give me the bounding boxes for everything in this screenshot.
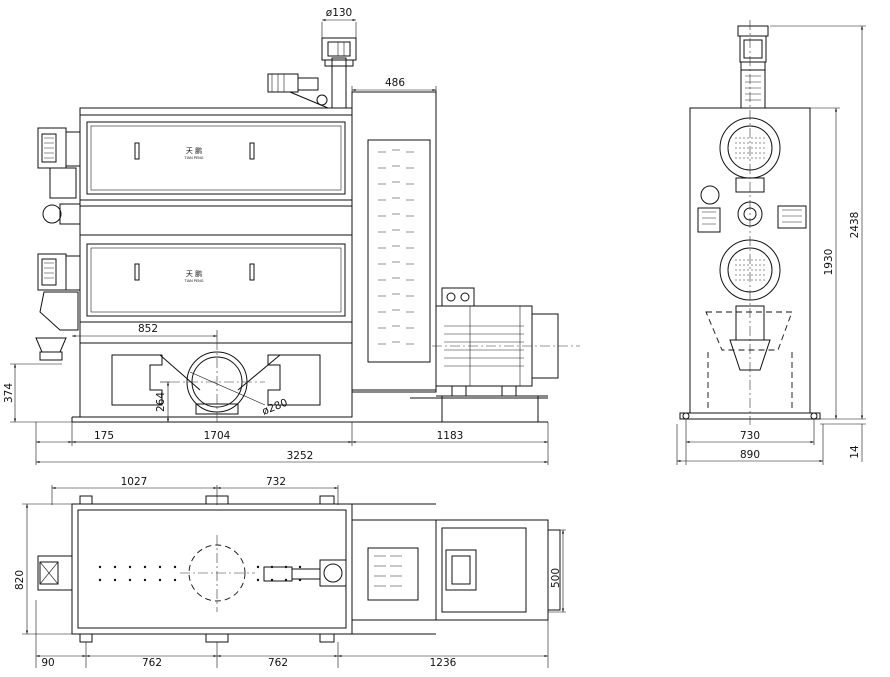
dim-732: 732 — [266, 476, 286, 488]
dim-1236: 1236 — [430, 657, 457, 669]
top-view — [37, 495, 561, 643]
dim-3252: 3252 — [287, 450, 314, 462]
dim-1704: 1704 — [204, 430, 231, 442]
dim-762-b: 762 — [268, 657, 288, 669]
dim-730: 730 — [740, 430, 760, 442]
brand-logo-top: 天 鹏 — [186, 146, 202, 155]
dim-820: 820 — [14, 570, 26, 590]
brand-logo-top-sub: TIAN PENG — [184, 156, 204, 160]
dim-500: 500 — [550, 568, 562, 588]
front-view — [35, 37, 580, 425]
brand-logo-mid: 天 鹏 — [186, 269, 202, 278]
dim-1183: 1183 — [437, 430, 464, 442]
dim-d280: ø280 — [260, 397, 289, 418]
dim-890: 890 — [740, 449, 760, 461]
dim-762-a: 762 — [142, 657, 162, 669]
dim-1027: 1027 — [121, 476, 148, 488]
dim-14: 14 — [849, 445, 861, 459]
side-view — [679, 20, 821, 425]
dim-2438: 2438 — [849, 212, 861, 239]
top-view-dimensions: 1027 732 820 500 90 762 762 1236 — [14, 476, 566, 669]
dim-852: 852 — [138, 323, 158, 335]
dim-175: 175 — [94, 430, 114, 442]
dim-1930: 1930 — [823, 249, 835, 276]
side-view-dimensions: 2438 1930 14 730 890 — [676, 25, 866, 465]
dim-486: 486 — [385, 77, 405, 89]
dim-90: 90 — [41, 657, 54, 669]
dim-264: 264 — [155, 392, 167, 412]
dim-374: 374 — [3, 383, 15, 403]
dim-d130: ø130 — [326, 7, 352, 19]
hole-pattern — [98, 565, 302, 582]
brand-logo-mid-sub: TIAN PENG — [184, 279, 204, 283]
vent-slots-front — [378, 149, 414, 345]
